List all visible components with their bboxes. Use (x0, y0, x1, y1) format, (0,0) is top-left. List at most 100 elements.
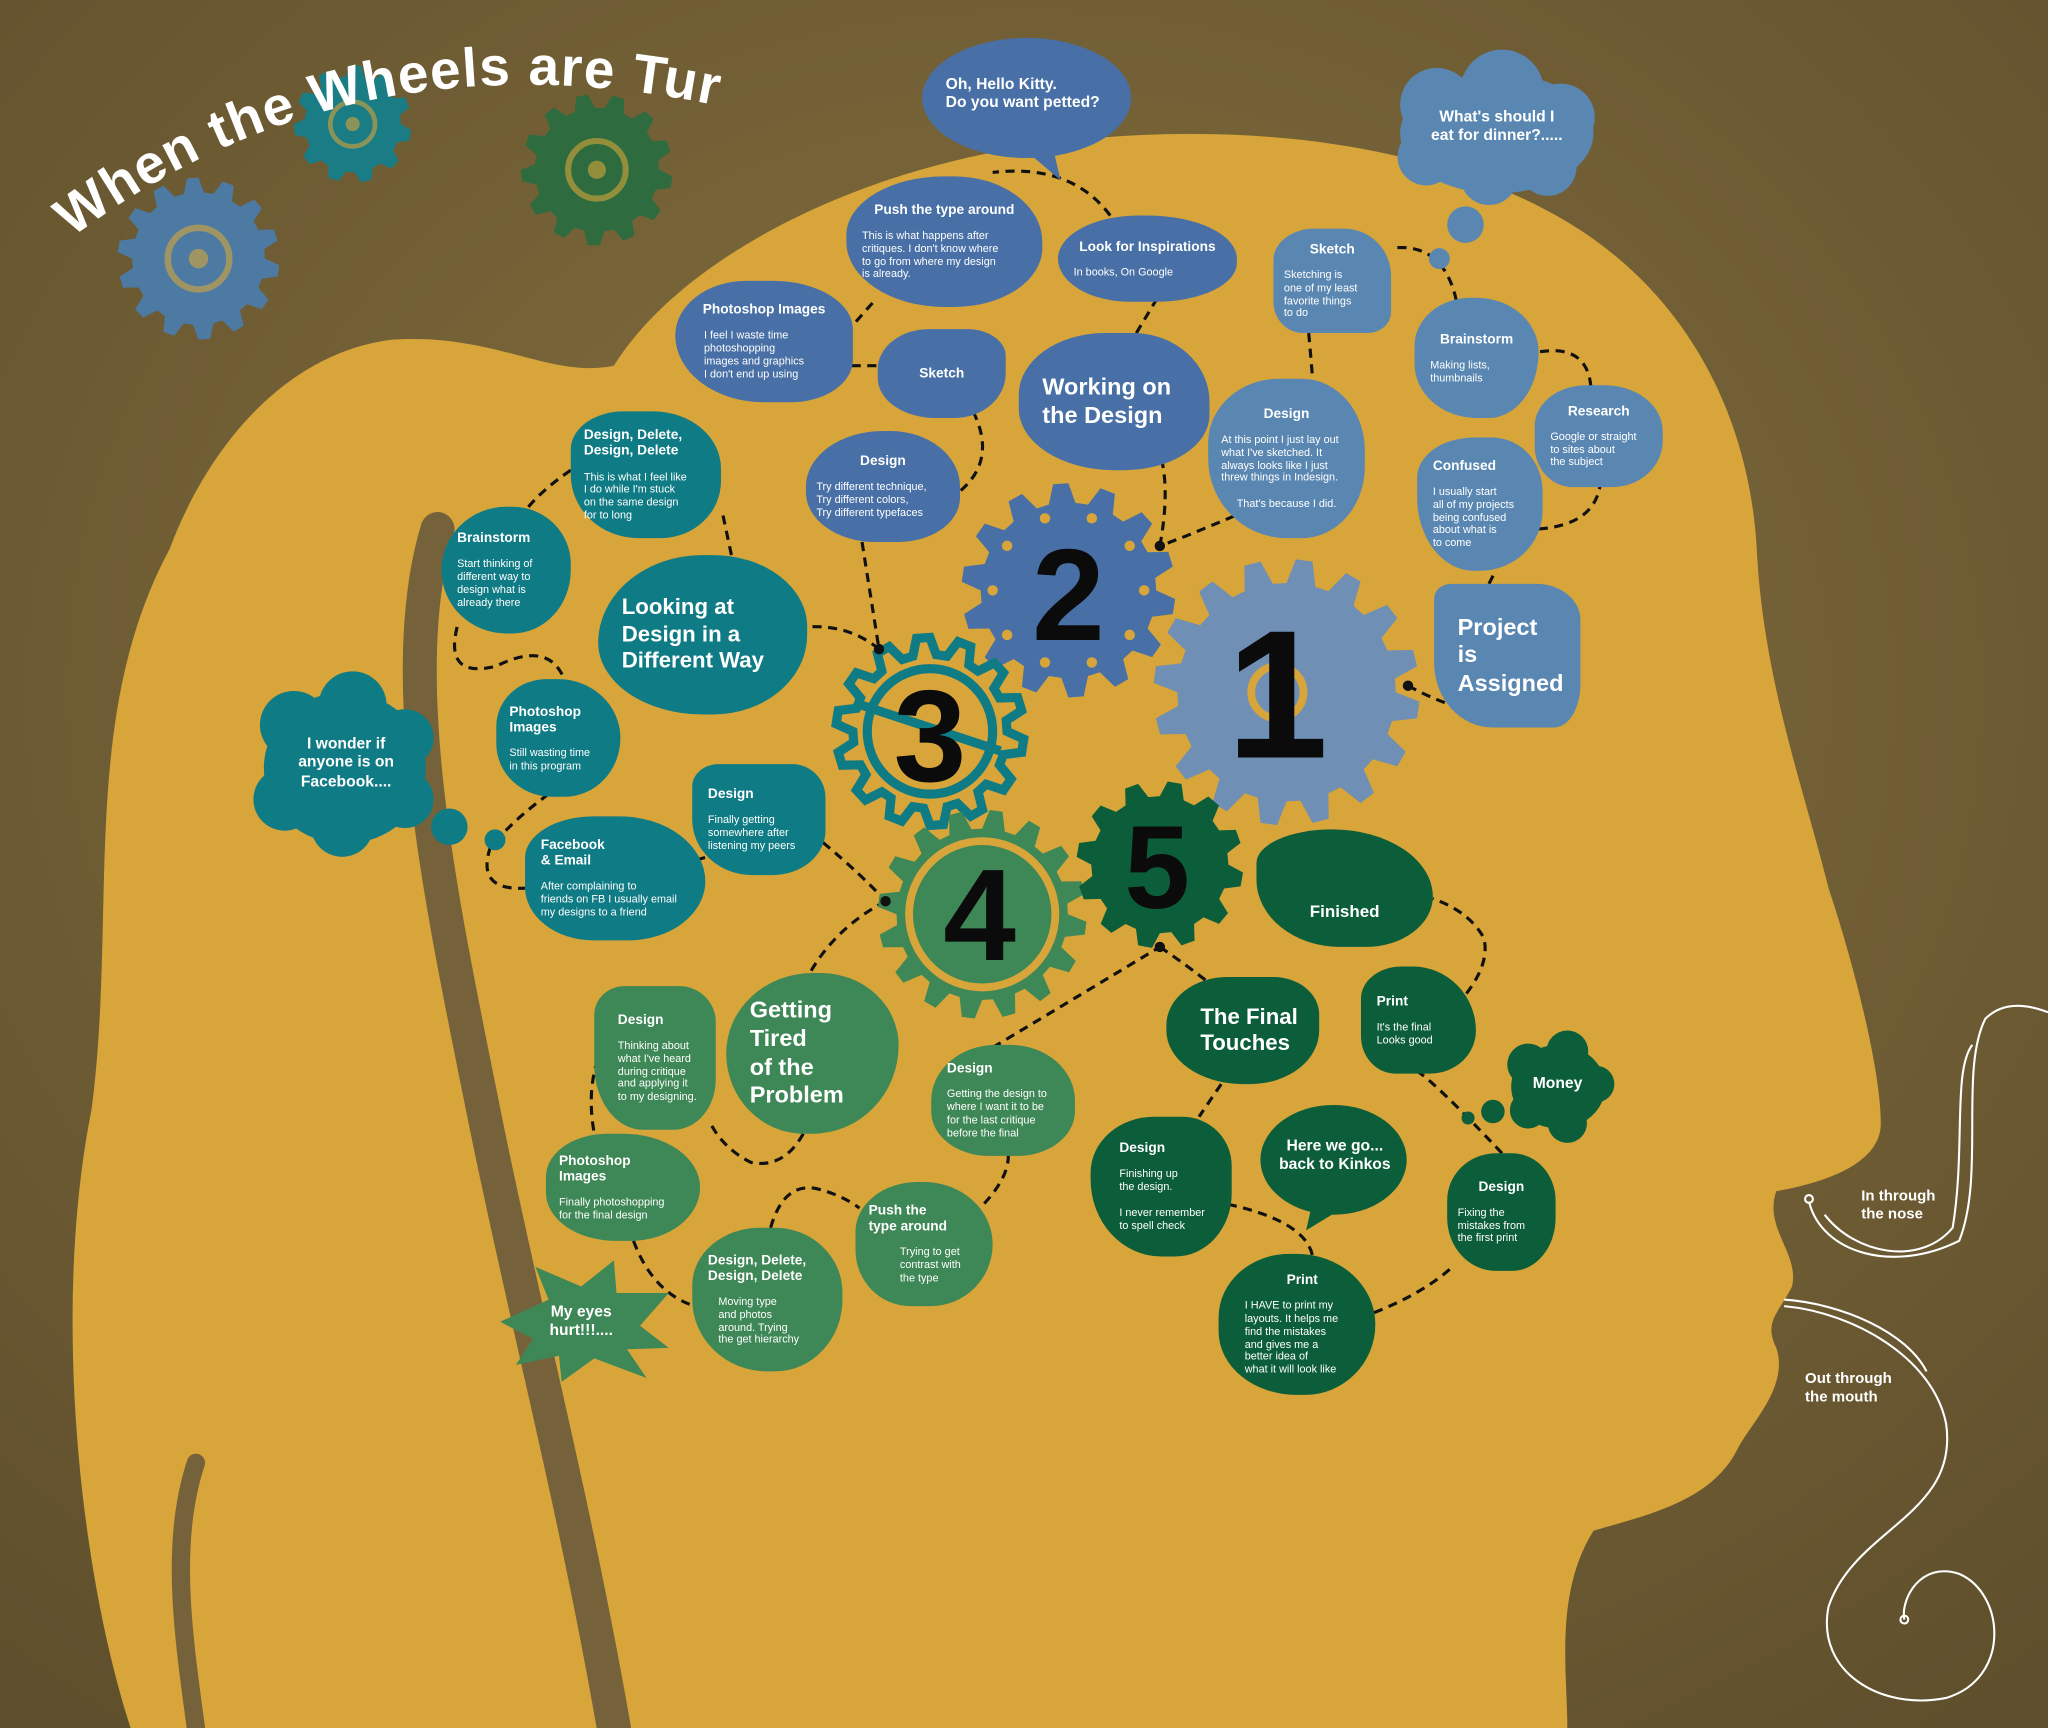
hub-label: Getting Tired of the Problem (749, 996, 844, 1108)
speech-bubble-kitty (922, 37, 1132, 181)
hub-project-assigned: Project is Assigned (1434, 583, 1581, 728)
node-title: Research (1567, 403, 1630, 419)
gear-1-icon (1153, 559, 1420, 826)
gear-3-icon (831, 632, 1029, 831)
node-title: Look for Inspirations (1079, 238, 1216, 255)
node-body: Still wasting time in this program (509, 745, 591, 772)
thought-money: Money (1532, 1073, 1583, 1092)
gear-2-icon (961, 483, 1176, 698)
node-body: This is what happens after critiques. I … (862, 228, 999, 280)
node-title: Facebook & Email (540, 837, 605, 869)
node-body-2: That's because I did. (1236, 496, 1337, 510)
node-body: Moving type and photos around. Trying th… (718, 1294, 800, 1346)
node-title: Design, Delete, Design, Delete (583, 427, 683, 460)
node-body: I feel I waste time photoshopping images… (703, 328, 804, 380)
node-body: Fixing the mistakes from the first print (1457, 1205, 1526, 1244)
node-body: Finally photoshopping for the final desi… (559, 1194, 665, 1221)
node-title: Design (617, 1012, 664, 1028)
hub-label: Project is Assigned (1457, 613, 1564, 696)
node-title: Photoshop Images (509, 703, 581, 735)
gear-5-icon (1076, 781, 1244, 948)
hub-label: Looking at Design in a Different Way (621, 594, 765, 673)
node-title: Print (1376, 993, 1408, 1010)
starburst-eyes-hurt (500, 1260, 669, 1382)
decorative-gear-icon (293, 65, 412, 183)
node-body: Thinking about what I've heard during cr… (617, 1038, 697, 1103)
thought-cloud-money (1461, 1030, 1615, 1143)
hub-label: Working on the Design (1042, 373, 1172, 428)
node-title: Brainstorm (457, 530, 531, 547)
node-title: Design (1478, 1179, 1525, 1195)
node-body: Trying to get contrast with the type (899, 1245, 961, 1284)
thought-eyes-hurt: My eyes hurt!!!.... (549, 1302, 613, 1340)
node-body: After complaining to friends on FB I usu… (540, 879, 677, 919)
node-body: Finishing up the design. (1119, 1166, 1178, 1193)
node-title: Push the type around (874, 202, 1015, 218)
thought-cloud-facebook (253, 671, 506, 857)
node-title: Sketch (1309, 241, 1355, 258)
node-title: Brainstorm (1439, 331, 1514, 348)
node-body: Try different technique, Try different c… (816, 479, 927, 519)
hair-strand-shadow-2 (171, 1453, 206, 1728)
thought-cloud-dinner (1397, 49, 1595, 270)
node-look-for-inspirations: Look for Inspirations In books, On Google (1057, 215, 1237, 302)
gear-3-numeral: 3 (894, 663, 967, 809)
gear-1-numeral: 1 (1227, 592, 1329, 797)
node-design: Design At this point I just lay out what … (1208, 378, 1365, 539)
junction-dots (873, 540, 1414, 953)
node-title: Design (946, 1061, 993, 1077)
gear-2-numeral: 2 (1032, 522, 1105, 668)
decorative-gear-icon (521, 94, 673, 246)
node-title: Sketch (919, 365, 965, 382)
node-body-2: I never remember to spell check (1119, 1205, 1205, 1232)
node-body: Getting the design to where I want it to… (946, 1087, 1047, 1139)
node-body: At this point I just lay out what I've s… (1221, 432, 1339, 484)
annotation-out-through-mouth: Out through the mouth (1805, 1371, 1892, 1406)
node-title: Design (1263, 406, 1310, 422)
annotation-in-through-nose: In through the nose (1861, 1188, 1936, 1223)
breath-curls (1784, 1004, 2048, 1702)
node-body: Finally getting somewhere after listenin… (707, 812, 796, 852)
node-title: Design (707, 786, 754, 803)
gear-numerals: 1 2 3 4 5 (894, 522, 1329, 988)
finished-label: Finished (1256, 829, 1433, 947)
hub-getting-tired: Getting Tired of the Problem (726, 973, 899, 1134)
node-sketch: Sketch (877, 329, 1006, 418)
gear-4-icon (877, 810, 1087, 1019)
thought-kinkos: Here we go... back to Kinkos (1279, 1136, 1391, 1174)
node-title: Print (1286, 1272, 1318, 1288)
thought-dinner: What's should I eat for dinner?..... (1431, 107, 1563, 145)
node-body: In books, On Google (1073, 264, 1174, 278)
node-title: Photoshop Images (702, 302, 826, 318)
speech-bubble-kinkos (1260, 1104, 1407, 1231)
node-body: Start thinking of different way to desig… (457, 557, 533, 609)
node-title: Design, Delete, Design, Delete (707, 1252, 807, 1284)
node-title: Confused (1432, 458, 1497, 475)
gear-4-numeral: 4 (943, 842, 1016, 988)
thought-hello-kitty: Oh, Hello Kitty. Do you want petted? (945, 74, 1100, 112)
node-body: This is what I feel like I do while I'm … (583, 469, 687, 521)
node-title: Design (1119, 1140, 1166, 1157)
node-photoshop-images: Photoshop Images I feel I waste time phot… (675, 280, 853, 403)
node-body: Sketching is one of my least favorite th… (1283, 267, 1358, 320)
